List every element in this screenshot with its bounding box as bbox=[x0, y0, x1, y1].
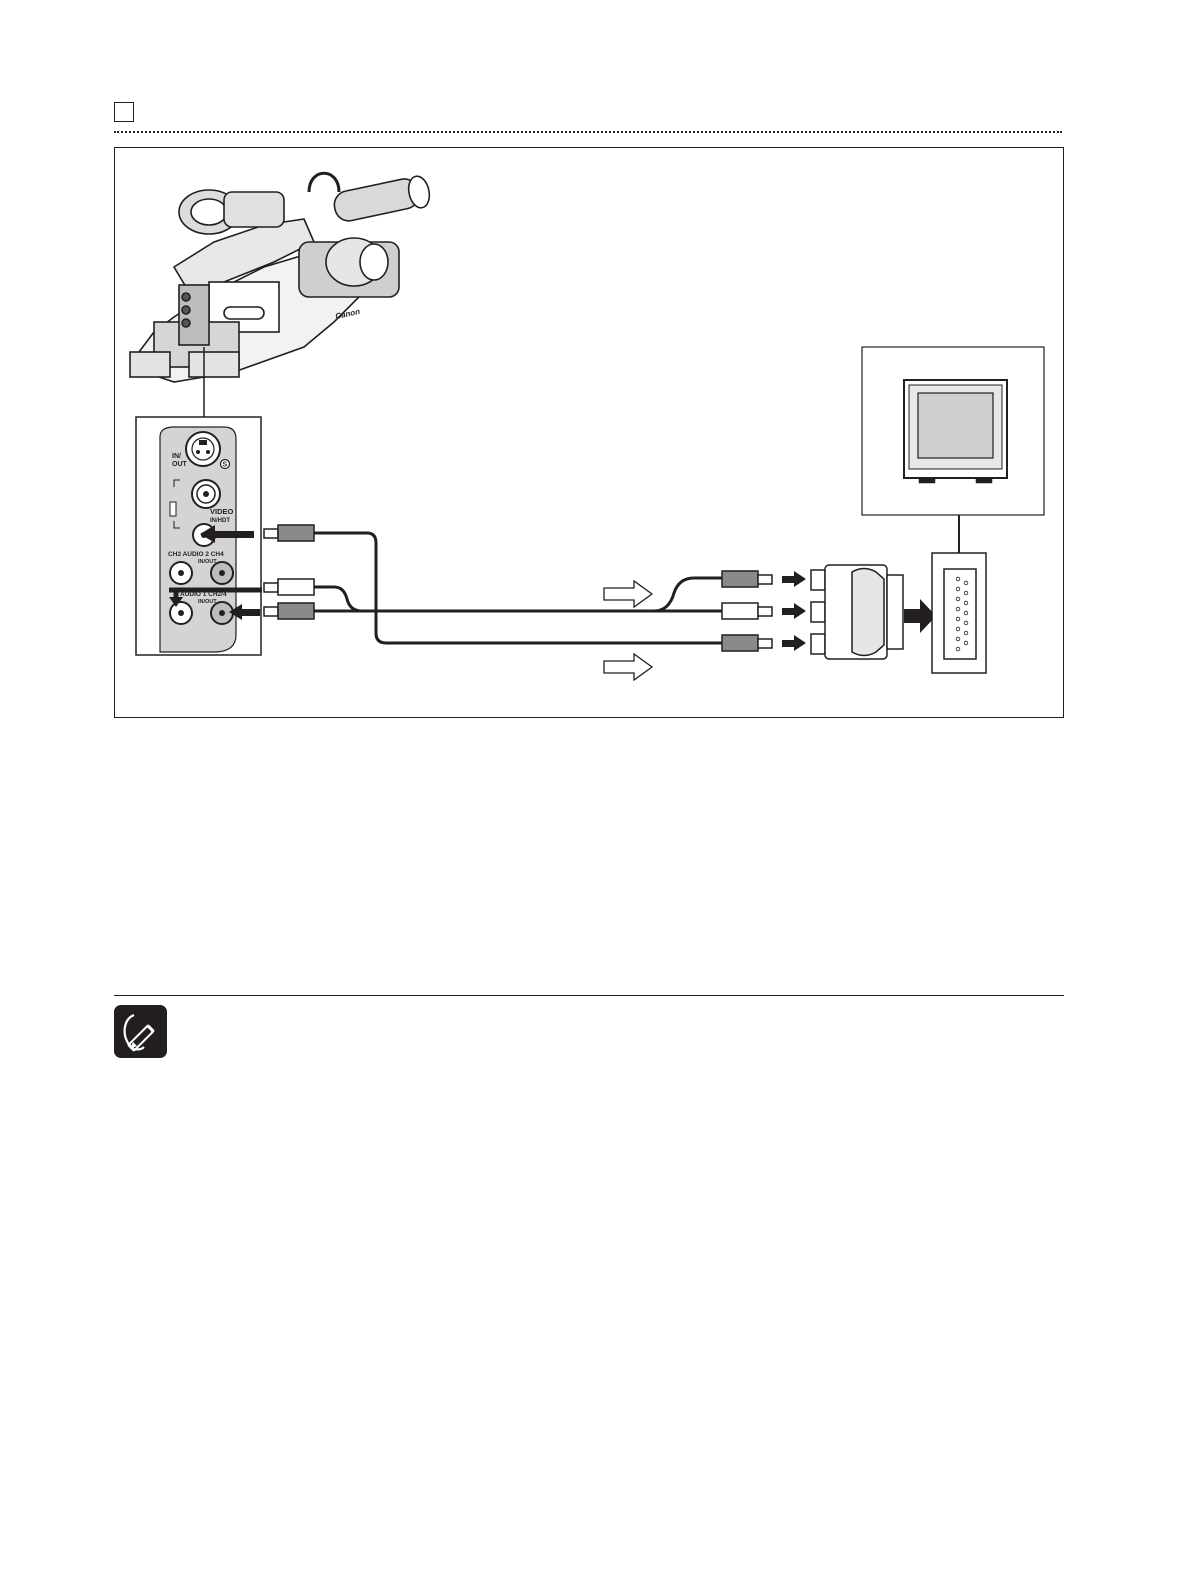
signal-direction-arrows bbox=[603, 579, 654, 682]
section-marker-box bbox=[114, 102, 134, 122]
video-sub-label: IN/HDT bbox=[210, 518, 230, 524]
audio1-label: AUDIO 1 CH2/4 bbox=[180, 591, 227, 598]
svideo-terminal-icon bbox=[185, 431, 221, 467]
audio2-ch3-jack-icon bbox=[169, 561, 193, 585]
figure-frame bbox=[114, 147, 1064, 718]
terminal-panel: IN/OUT S VIDEO IN/HDT CH3 AUDIO 2 CH4 IN… bbox=[135, 416, 262, 656]
panel-switch bbox=[169, 501, 177, 517]
scart-input-arrow bbox=[904, 599, 936, 633]
audio1-ch1-jack-icon bbox=[169, 601, 193, 625]
svideo-label: IN/OUT bbox=[172, 453, 188, 468]
audio1-sub-label: IN/OUT bbox=[198, 599, 217, 605]
panel-signal-arrows bbox=[169, 525, 262, 620]
connection-diagram: Canon IN/OUT S VIDEO IN/HDT bbox=[129, 171, 1045, 682]
pencil-note-icon bbox=[114, 1005, 167, 1058]
camcorder-illustration: Canon bbox=[129, 171, 431, 383]
scart-adapter-icon bbox=[810, 564, 904, 660]
plug-arrows bbox=[782, 571, 806, 651]
scart-connector-icon bbox=[931, 552, 987, 674]
adapter-side-plugs bbox=[721, 570, 773, 652]
audio2-label: CH3 AUDIO 2 CH4 bbox=[168, 551, 224, 558]
audio2-sub-label: IN/OUT bbox=[198, 559, 217, 565]
av-cables bbox=[314, 531, 724, 645]
camera-side-plugs bbox=[263, 524, 315, 620]
note-divider bbox=[114, 995, 1064, 996]
section-divider bbox=[114, 131, 1062, 133]
audio1-ch2-jack-icon bbox=[210, 601, 234, 625]
s-mark-label: S bbox=[223, 462, 228, 469]
video-label: VIDEO bbox=[210, 507, 234, 516]
audio2-ch4-jack-icon bbox=[210, 561, 234, 585]
bnc-terminal-icon bbox=[191, 479, 221, 509]
television-icon bbox=[861, 346, 1045, 516]
